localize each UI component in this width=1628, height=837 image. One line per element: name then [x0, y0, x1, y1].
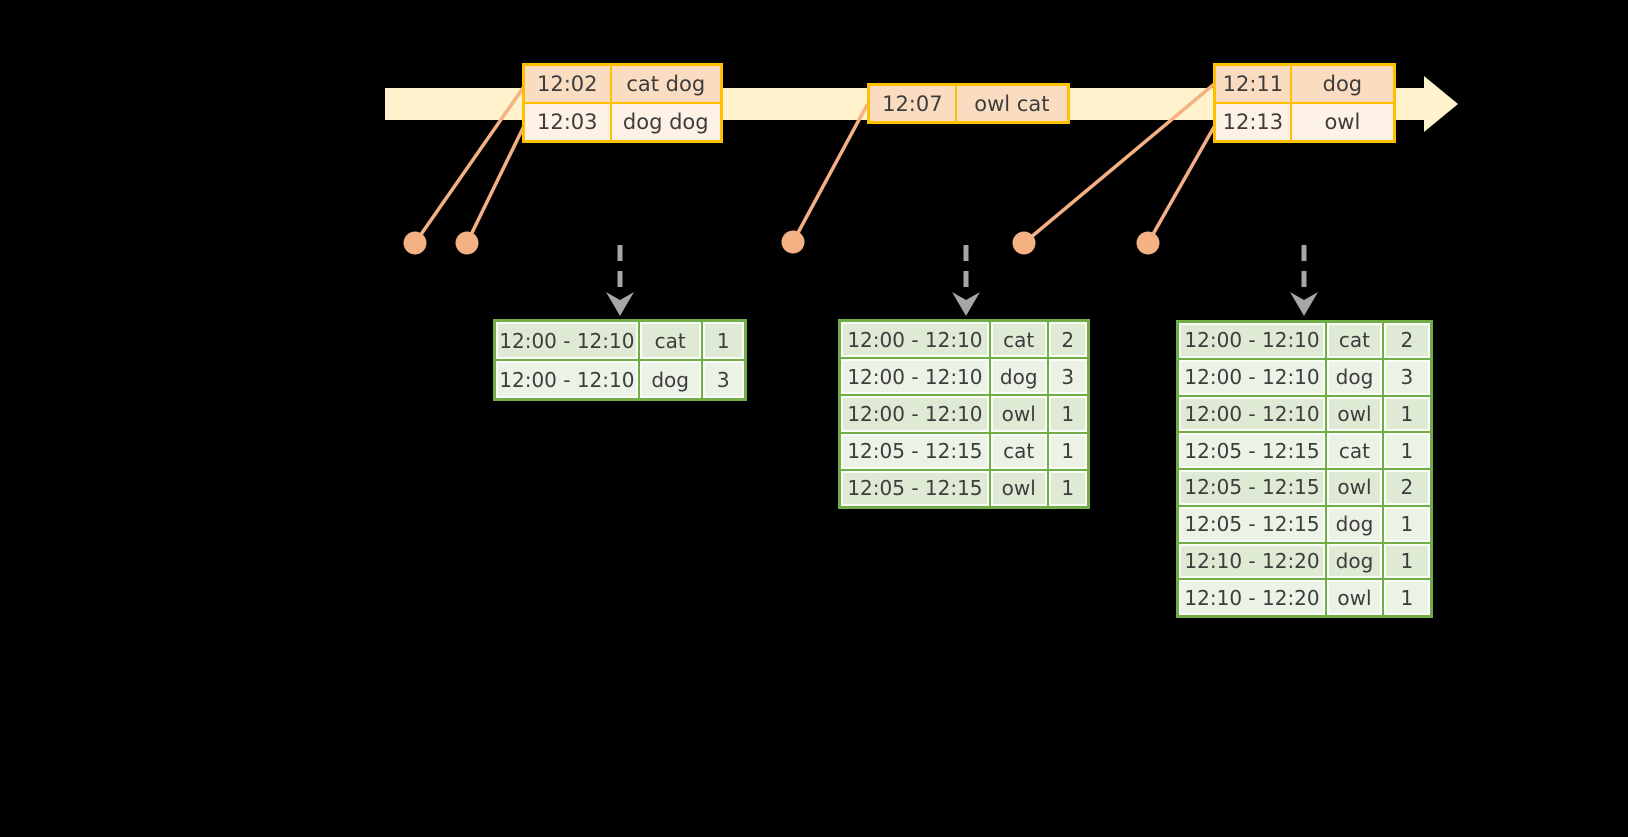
event-words-cell: owl: [1291, 104, 1393, 140]
window-cell: 12:00 - 12:10: [841, 322, 989, 358]
word-cell: dog: [1327, 543, 1382, 579]
event-time-cell: 12:11: [1216, 66, 1290, 102]
window-cell: 12:10 - 12:20: [1179, 543, 1326, 579]
window-cell: 12:00 - 12:10: [496, 322, 638, 359]
count-cell: 3: [1048, 359, 1087, 395]
word-cell: dog: [990, 359, 1047, 395]
count-cell: 3: [702, 361, 744, 398]
count-cell: 1: [1383, 396, 1430, 432]
word-cell: owl: [1327, 396, 1382, 432]
event-words-cell: cat dog: [611, 66, 720, 102]
count-cell: 1: [1048, 433, 1087, 469]
window-cell: 12:00 - 12:10: [496, 361, 638, 398]
event-link-line: [413, 86, 525, 245]
window-cell: 12:00 - 12:10: [1179, 359, 1326, 395]
window-cell: 12:00 - 12:10: [841, 359, 989, 395]
count-cell: 1: [1048, 396, 1087, 432]
count-cell: 1: [702, 322, 744, 359]
window-cell: 12:05 - 12:15: [841, 470, 989, 506]
event-words-cell: dog dog: [611, 104, 720, 140]
event-marker-dot: [455, 231, 479, 255]
window-cell: 12:05 - 12:15: [841, 433, 989, 469]
count-cell: 3: [1383, 359, 1430, 395]
event-link-line: [465, 124, 526, 245]
event-time-cell: 12:07: [870, 86, 955, 121]
result-table-1: 12:00 - 12:10 cat 1 12:00 - 12:10 dog 3: [493, 319, 747, 401]
count-cell: 2: [1048, 322, 1087, 358]
event-time-cell: 12:13: [1216, 104, 1290, 140]
word-cell: owl: [1327, 580, 1382, 615]
event-words-cell: dog: [1291, 66, 1393, 102]
count-cell: 1: [1383, 506, 1430, 542]
word-cell: cat: [1327, 433, 1382, 468]
word-cell: cat: [990, 322, 1047, 358]
window-cell: 12:05 - 12:15: [1179, 470, 1326, 505]
count-cell: 1: [1383, 580, 1430, 615]
word-cell: cat: [1327, 323, 1382, 358]
window-cell: 12:05 - 12:15: [1179, 433, 1326, 468]
count-cell: 1: [1383, 543, 1430, 579]
word-cell: cat: [639, 322, 701, 359]
event-marker-dot: [1012, 231, 1036, 255]
count-cell: 1: [1383, 433, 1430, 468]
event-link-line: [1146, 125, 1216, 245]
trigger-arrowhead-icon: [606, 292, 634, 316]
word-cell: dog: [1327, 359, 1382, 395]
word-cell: cat: [990, 433, 1047, 469]
count-cell: 1: [1048, 470, 1087, 506]
window-cell: 12:00 - 12:10: [841, 396, 989, 432]
window-cell: 12:10 - 12:20: [1179, 580, 1326, 615]
word-cell: owl: [990, 470, 1047, 506]
window-cell: 12:00 - 12:10: [1179, 323, 1326, 358]
word-cell: owl: [1327, 470, 1382, 505]
result-table-3: 12:00 - 12:10 cat 2 12:00 - 12:10 dog 3 …: [1176, 320, 1433, 618]
event-link-line: [791, 103, 869, 244]
event-words-cell: owl cat: [956, 86, 1067, 121]
trigger-arrowhead-icon: [952, 292, 980, 316]
count-cell: 2: [1383, 470, 1430, 505]
count-cell: 2: [1383, 323, 1430, 358]
window-cell: 12:05 - 12:15: [1179, 506, 1326, 542]
event-time-cell: 12:03: [525, 104, 610, 140]
event-marker-dot: [403, 231, 427, 255]
word-cell: owl: [990, 396, 1047, 432]
word-cell: dog: [1327, 506, 1382, 542]
event-link-line: [1022, 83, 1215, 245]
word-cell: dog: [639, 361, 701, 398]
result-table-2: 12:00 - 12:10 cat 2 12:00 - 12:10 dog 3 …: [838, 319, 1090, 509]
event-marker-dot: [1136, 231, 1160, 255]
event-table-3: 12:11 dog 12:13 owl: [1213, 63, 1396, 143]
timeline-arrowhead-icon: [1424, 76, 1458, 132]
event-table-1: 12:02 cat dog 12:03 dog dog: [522, 63, 723, 143]
event-marker-dot: [781, 230, 805, 254]
window-cell: 12:00 - 12:10: [1179, 396, 1326, 432]
event-table-2: 12:07 owl cat: [867, 83, 1070, 124]
trigger-arrowhead-icon: [1290, 292, 1318, 316]
event-time-cell: 12:02: [525, 66, 610, 102]
